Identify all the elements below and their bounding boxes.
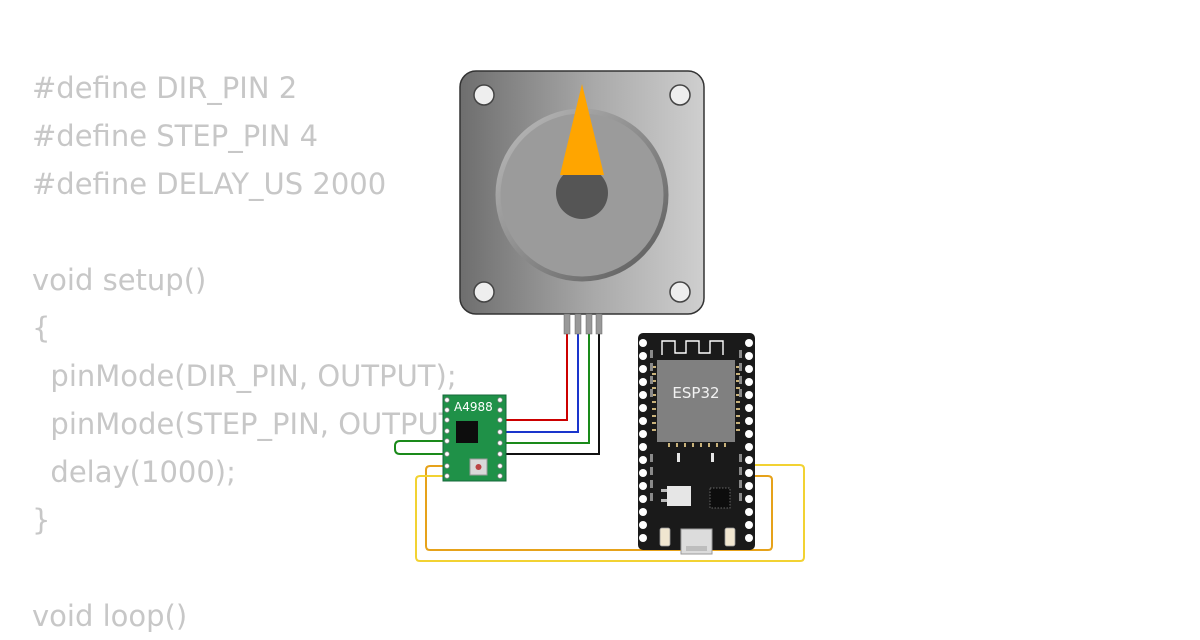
code-line: { xyxy=(32,311,51,345)
driver-label: A4988 xyxy=(454,400,493,414)
stepper-motor[interactable] xyxy=(459,70,705,335)
wire-orange[interactable] xyxy=(425,465,773,551)
code-line: void setup() xyxy=(32,263,207,297)
mcu-label: ESP32 xyxy=(672,384,719,402)
code-line: #define DELAY_US 2000 xyxy=(32,167,387,201)
motor-mount-hole xyxy=(669,281,691,303)
motor-mount-hole xyxy=(473,84,495,106)
code-line: #define DIR_PIN 2 xyxy=(32,71,298,105)
code-line: } xyxy=(32,503,51,537)
esp32-module xyxy=(657,360,735,442)
code-line: pinMode(DIR_PIN, OUTPUT); xyxy=(32,359,457,393)
code-panel: #define DIR_PIN 2 #define STEP_PIN 4 #defi… xyxy=(32,64,478,640)
code-line: #define STEP_PIN 4 xyxy=(32,119,319,153)
esp32-boot-button[interactable] xyxy=(659,527,671,547)
code-line: pinMode(STEP_PIN, OUTPUT); xyxy=(32,407,478,441)
wire-green[interactable] xyxy=(500,333,590,444)
motor-mount-hole xyxy=(473,281,495,303)
esp32-usb-chip xyxy=(709,487,731,509)
code-line: delay(1000); xyxy=(32,455,236,489)
esp32-regulator xyxy=(667,486,691,506)
motor-mount-hole xyxy=(669,84,691,106)
wire-jumper-green[interactable] xyxy=(394,440,447,455)
wires xyxy=(394,333,805,562)
wire-black[interactable] xyxy=(500,333,600,455)
motor-shaft xyxy=(556,167,608,219)
esp32-en-button[interactable] xyxy=(724,527,736,547)
driver-chip xyxy=(456,421,478,443)
esp32-board[interactable]: ESP32 xyxy=(638,333,755,555)
wire-blue[interactable] xyxy=(500,333,579,433)
esp32-antenna xyxy=(661,340,724,355)
wire-yellow[interactable] xyxy=(415,464,805,562)
motor-pointer-icon xyxy=(560,84,604,175)
wire-red[interactable] xyxy=(500,333,568,421)
code-line: void loop() xyxy=(32,599,188,633)
a4988-driver[interactable]: A4988 xyxy=(442,394,507,482)
